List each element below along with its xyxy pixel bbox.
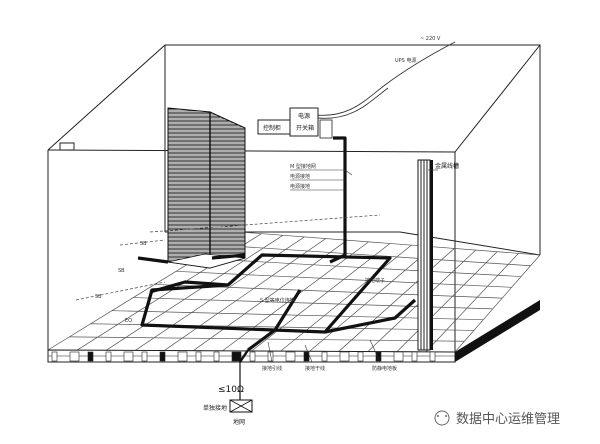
leader-lines <box>267 169 438 363</box>
equipment-cabinet <box>167 107 246 269</box>
dimension-label-b: SB <box>118 268 125 274</box>
earth-sub-label: 地网 <box>233 418 245 426</box>
floor-grid-label: S 型等电位连接 <box>260 297 295 304</box>
ups-feed-label: UPS 电源 <box>395 57 416 64</box>
raised-floor-grid <box>47 231 541 353</box>
resistance-label: ≤10Ω <box>218 385 244 395</box>
distribution-box <box>289 107 319 137</box>
power-feed-cable <box>314 41 456 119</box>
power-in-label: ~ 220 V <box>420 36 441 42</box>
earth-box-label: 单独接地 <box>203 404 227 412</box>
dimension-label-a: SB <box>95 294 102 300</box>
downlead-label-a: 接地引线 <box>262 365 282 372</box>
downlead-label-b: 接地干线 <box>305 365 325 372</box>
floor-slab <box>47 300 540 363</box>
distribution-label-b: 开关箱 <box>296 124 314 132</box>
ground-conductors <box>137 136 417 352</box>
connection-label-a: 电源接地 <box>290 173 310 180</box>
distribution-label-a: 电源 <box>298 112 310 120</box>
wall-metal-strip <box>417 159 433 351</box>
connection-label-b: 电源接地 <box>290 183 310 190</box>
wechat-icon <box>434 410 450 426</box>
dimension-label-c: SB <box>140 241 147 247</box>
rail-label: EQ <box>125 318 132 324</box>
downlead-label-c: 防静电地板 <box>372 365 397 372</box>
watermark-text: 数据中心运维管理 <box>456 412 560 427</box>
ring-label: 接地端子 <box>365 277 385 284</box>
slab-blocks <box>51 351 436 362</box>
control-box-label: 控制柜 <box>263 124 281 132</box>
earth-downlead <box>239 349 249 400</box>
equipment-ground-label: M 型接地网 <box>290 163 316 170</box>
room-outline <box>47 44 541 352</box>
watermark: 数据中心运维管理 <box>434 410 560 427</box>
wall-strip-label: 金属线槽 <box>435 162 459 170</box>
earth-electrode <box>229 399 253 413</box>
reference-dashes <box>75 214 381 301</box>
top-equipment <box>257 107 333 139</box>
